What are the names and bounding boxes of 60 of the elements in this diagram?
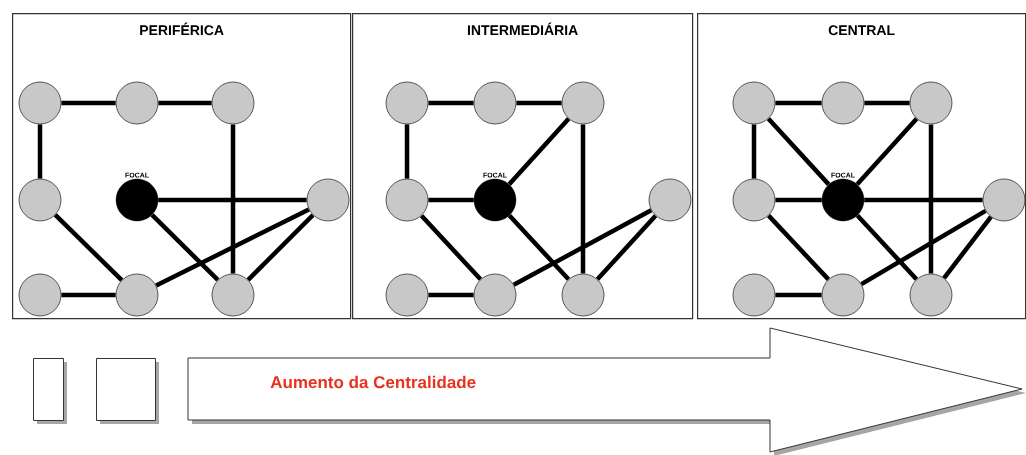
network-node: [18, 273, 62, 317]
link-line: [855, 117, 919, 186]
link-line: [37, 124, 43, 179]
link-line: [766, 117, 831, 186]
network-node: [18, 178, 62, 222]
link-line: [516, 100, 562, 106]
link-line: [942, 215, 993, 280]
link-line: [507, 117, 571, 186]
link-line: [767, 214, 830, 281]
link-line: [751, 124, 757, 179]
link-line: [595, 214, 658, 281]
network-node: [732, 81, 776, 125]
link-line: [404, 124, 410, 179]
network-node: [385, 81, 429, 125]
network-node: [821, 273, 865, 317]
network-node: [909, 81, 953, 125]
link-line: [155, 207, 310, 288]
link-line: [512, 208, 653, 287]
link-line: [158, 197, 307, 203]
network-node: [385, 273, 429, 317]
link-line: [775, 100, 822, 106]
network-node: [732, 273, 776, 317]
link-line: [61, 100, 116, 106]
link-line: [61, 292, 116, 298]
network-node: [473, 81, 517, 125]
link-line: [419, 214, 483, 281]
network-node: [821, 81, 865, 125]
network-node: [211, 273, 255, 317]
network-node: [18, 81, 62, 125]
network-node: [385, 178, 429, 222]
link-line: [928, 124, 934, 274]
network-node: [982, 178, 1026, 222]
link-line: [855, 214, 919, 281]
link-line: [158, 100, 212, 106]
link-line: [428, 100, 474, 106]
link-line: [580, 124, 586, 274]
link-line: [860, 208, 987, 287]
small-box: [96, 358, 159, 424]
network-node: [211, 81, 255, 125]
network-node: [115, 273, 159, 317]
network-node: [561, 81, 605, 125]
link-line: [428, 197, 474, 203]
link-line: [230, 124, 236, 274]
small-box: [33, 358, 67, 424]
link-line: [150, 213, 220, 282]
link-line: [428, 292, 474, 298]
link-line: [864, 100, 910, 106]
network-node: [561, 273, 605, 317]
link-line: [507, 214, 571, 281]
link-line: [53, 213, 124, 282]
network-node: [306, 178, 350, 222]
link-line: [775, 292, 822, 298]
network-node: [115, 81, 159, 125]
link-line: [246, 213, 315, 282]
link-line: [775, 197, 822, 203]
network-node: [909, 273, 953, 317]
network-node: [732, 178, 776, 222]
network-node: [648, 178, 692, 222]
network-node: [473, 273, 517, 317]
link-line: [864, 197, 983, 203]
